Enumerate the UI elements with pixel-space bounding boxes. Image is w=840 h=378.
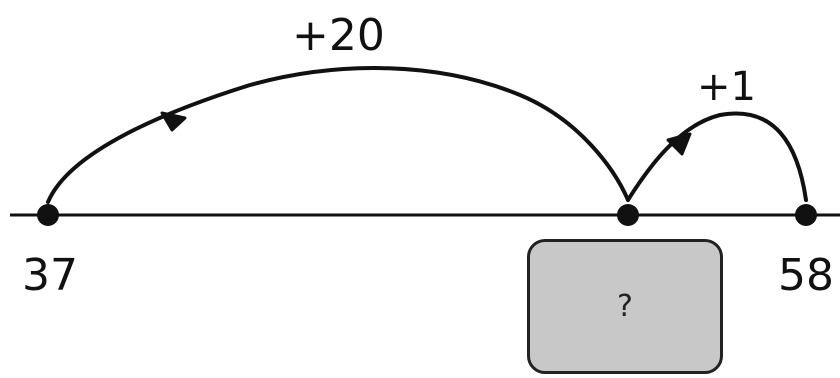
answer-box[interactable]: ? [527, 239, 723, 374]
jump-arc-small [626, 111, 808, 202]
jump-arrow-large-icon [160, 111, 187, 132]
jump-arc-large [46, 66, 630, 204]
jump-arrow-small-icon [666, 132, 692, 156]
unknown-value-mark: ? [617, 289, 633, 324]
point-middle [617, 204, 639, 226]
start-value-label: 37 [22, 250, 78, 301]
end-value-label: 58 [778, 250, 834, 301]
point-end [795, 204, 817, 226]
jump-label-small: +1 [697, 64, 756, 110]
point-start [37, 204, 59, 226]
jump-label-large: +20 [292, 10, 385, 61]
